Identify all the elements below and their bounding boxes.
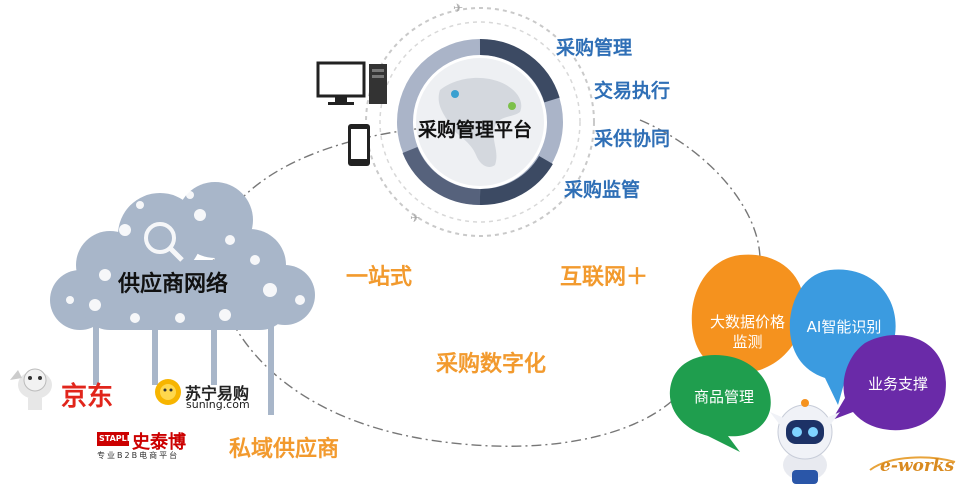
cloud-icons	[66, 191, 305, 323]
robot-mascot	[770, 399, 840, 484]
eworks-swoosh-icon	[869, 456, 956, 471]
bubble-ai-label: AI智能识别	[806, 318, 882, 336]
label-procurement-supervision: 采购监管	[564, 179, 641, 201]
supplier-network-title: 供应商网络	[118, 272, 229, 297]
staples-subtitle: 专业B2B电商平台	[97, 451, 180, 460]
staples-tag-text: STAPLES	[99, 434, 138, 443]
orbit-mid	[379, 21, 581, 223]
flow-loop	[212, 124, 691, 447]
bubble-business	[832, 335, 946, 431]
bubble-big-data-label: 大数据价格 监测	[709, 313, 785, 351]
cloud-shape	[50, 182, 315, 330]
map-pin-icon	[508, 102, 516, 110]
orbit-outer	[365, 7, 595, 237]
tag-one-stop: 一站式	[346, 265, 413, 290]
eworks-watermark: e-works	[880, 456, 955, 476]
ring-arc-dark	[402, 146, 481, 206]
suning-domain-text: suning.com	[186, 398, 250, 411]
staples-cn-text: 史泰博	[132, 432, 186, 453]
jd-logo-text: 京东	[61, 382, 114, 412]
globe-land	[438, 77, 522, 167]
suning-logo-text: 苏宁易购	[185, 384, 250, 403]
staples-tag	[97, 432, 129, 446]
jd-dog-logo	[10, 368, 52, 410]
ring-arc-dark	[479, 155, 553, 206]
label-procurement-management: 采购管理	[556, 37, 633, 59]
platform-title: 采购管理平台	[418, 119, 533, 141]
cloud-pillars	[93, 320, 274, 415]
map-pin-icon	[451, 90, 459, 98]
label-supply-collaboration: 采供协同	[594, 128, 671, 150]
bubble-business-label: 业务支撑	[867, 375, 928, 393]
plane-icon: ✈	[410, 211, 420, 225]
bubble-goods	[669, 355, 771, 452]
tag-private-supplier: 私域供应商	[229, 437, 340, 462]
plane-icon: ✈	[453, 1, 463, 15]
suning-lion-logo	[155, 379, 181, 405]
smartphone-icon	[348, 124, 370, 166]
label-transaction-execution: 交易执行	[594, 80, 671, 102]
bubble-goods-label: 商品管理	[693, 388, 754, 406]
ring-arc-dark	[479, 38, 560, 103]
tag-digital-procurement: 采购数字化	[436, 352, 547, 377]
desktop-computer-icon	[316, 61, 387, 105]
tag-internet-plus: 互联网＋	[560, 265, 649, 290]
flow-loop-right	[639, 119, 761, 261]
